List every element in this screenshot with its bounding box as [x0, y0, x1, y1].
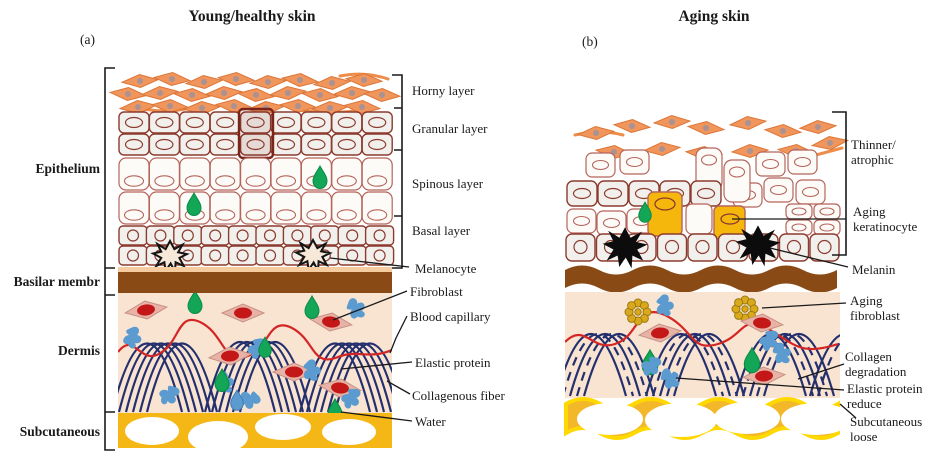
- label-aging-fibroblast-2: fibroblast: [850, 308, 900, 323]
- loose-subcutaneous-band: [564, 397, 851, 440]
- fat-lobules: [125, 414, 376, 448]
- label-granular-layer: Granular layer: [412, 121, 488, 136]
- panel-b-diagram: [564, 111, 857, 440]
- panel-b-title: Aging skin: [678, 8, 750, 25]
- label-horny-layer: Horny layer: [412, 83, 475, 98]
- label-subcutaneous-loose: Subcutaneous: [850, 414, 923, 429]
- label-melanin: Melanin: [852, 262, 896, 277]
- label-subcutaneous: Subcutaneous: [19, 424, 100, 439]
- label-melanocyte: Melanocyte: [415, 261, 477, 276]
- label-basilar-membrane: Basilar membr: [13, 274, 100, 289]
- label-dermis: Dermis: [58, 343, 100, 358]
- label-water: Water: [415, 414, 446, 429]
- leader-lines-b: [675, 218, 857, 419]
- label-collagen-degradation-2: degradation: [845, 364, 907, 379]
- label-aging-keratinocyte-2: keratinocyte: [853, 219, 918, 234]
- panel-a-marker: (a): [80, 32, 95, 47]
- layer-bracket: [392, 74, 403, 269]
- label-thinner-atrophic-2: atrophic: [851, 152, 894, 167]
- panel-a-title: Young/healthy skin: [188, 8, 316, 25]
- aging-basilar-membrane: [565, 265, 837, 293]
- label-aging-keratinocyte: Aging: [853, 204, 886, 219]
- basement-strip: [118, 267, 392, 272]
- label-epithelium: Epithelium: [35, 161, 100, 176]
- panel-b-marker: (b): [582, 34, 598, 49]
- epithelium-bracket: [104, 67, 115, 451]
- label-spinous-layer: Spinous layer: [412, 176, 484, 191]
- basilar-membrane-band: [118, 272, 392, 293]
- label-collagenous-fiber: Collagenous fiber: [412, 388, 505, 403]
- label-elastic-protein: Elastic protein: [415, 355, 491, 370]
- label-thinner-atrophic: Thinner/: [851, 137, 896, 152]
- melanocyte-icon: [295, 239, 331, 272]
- label-elastic-protein-reduce-2: reduce: [847, 396, 882, 411]
- granular-highlight-box: [237, 107, 275, 160]
- thinner-bracket: [832, 111, 847, 256]
- label-fibroblast: Fibroblast: [410, 284, 463, 299]
- granular-layer-cells: [118, 107, 393, 160]
- spinous-layer-cells: [118, 157, 393, 225]
- leader-lines-a: [329, 257, 413, 422]
- label-elastic-protein-reduce: Elastic protein: [847, 381, 923, 396]
- label-blood-capillary: Blood capillary: [410, 309, 491, 324]
- label-subcutaneous-loose-2: loose: [850, 429, 878, 444]
- basal-layer-cells: [118, 225, 395, 273]
- label-basal-layer: Basal layer: [412, 223, 471, 238]
- aging-fibroblast-icon: [624, 298, 652, 326]
- panel-a-diagram: [104, 67, 413, 451]
- label-aging-fibroblast: Aging: [850, 293, 883, 308]
- aging-epidermis-cells: [565, 147, 841, 267]
- aging-keratinocyte-cell: [647, 191, 683, 237]
- label-collagen-degradation: Collagen: [845, 349, 892, 364]
